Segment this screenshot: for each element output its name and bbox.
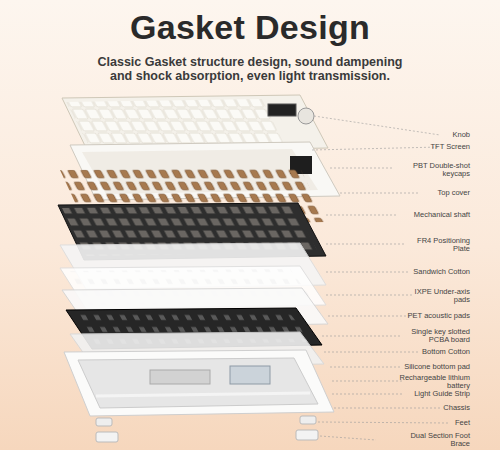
part-label: Single key slotted PCBA board (398, 328, 470, 345)
part-label: Chassis (443, 404, 470, 413)
part-label: Bottom Cotton (422, 348, 470, 357)
leader-line (326, 295, 412, 296)
silicone-pad (150, 370, 210, 384)
leader-line (318, 422, 448, 423)
leader-line (332, 394, 404, 395)
tft-screen (268, 104, 296, 116)
leader-line (328, 316, 414, 317)
part-label: Silicone bottom pad (404, 363, 470, 372)
part-label: Rechargeable lithium battery (398, 374, 470, 391)
part-label: Feet (455, 419, 470, 428)
part-label: Knob (452, 131, 470, 140)
leader-line (330, 367, 402, 368)
leader-line (324, 352, 418, 353)
part-label: Light Guide Strip (414, 390, 470, 399)
part-label: PET acoustic pads (408, 312, 470, 321)
part-label: Top cover (437, 189, 470, 198)
leader-line (334, 408, 440, 409)
leader-line (326, 215, 398, 216)
diagram-title: Gasket Design (0, 8, 500, 47)
diagram-caption: Classic Gasket structure design, sound d… (50, 55, 450, 83)
foot-brace (296, 430, 318, 440)
leader-line (340, 193, 420, 194)
leader-line (314, 116, 440, 135)
leader-line (326, 272, 410, 273)
chassis (64, 350, 334, 416)
keycap-grid (66, 99, 284, 148)
part-label: PBT Double-shot keycaps (398, 162, 470, 179)
battery (230, 366, 270, 384)
leader-line (330, 168, 392, 169)
leader-line (322, 336, 400, 337)
part-label: TFT Screen (431, 143, 470, 152)
leader-line (326, 244, 404, 245)
part-label: Sandwich Cotton (413, 268, 470, 277)
foot (96, 418, 112, 426)
part-label: Dual Section Foot Brace (398, 432, 470, 449)
leader-line (332, 381, 404, 382)
foot (300, 416, 316, 424)
chassis-floor (78, 358, 318, 408)
foot-brace (96, 432, 118, 442)
part-label: FR4 Positioning Plate (398, 237, 470, 254)
leader-line (320, 436, 376, 440)
light-guide-strip (96, 393, 310, 396)
part-label: IXPE Under-axis pads (398, 288, 470, 305)
knob (298, 108, 314, 124)
part-label: Mechanical shaft (414, 211, 470, 220)
leader-line (312, 147, 440, 150)
